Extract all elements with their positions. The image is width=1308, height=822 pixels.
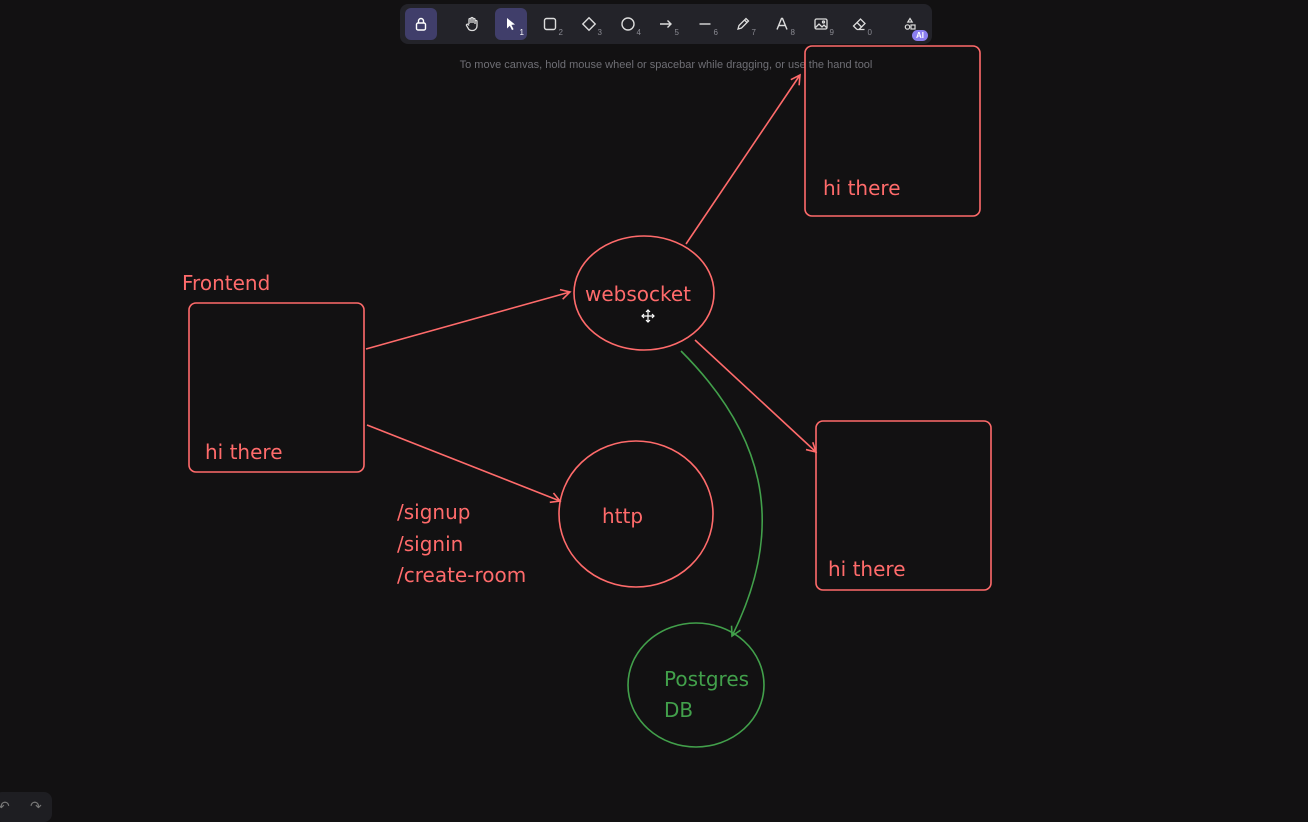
lock-icon [415, 17, 427, 31]
tool-shortcut: 5 [674, 28, 679, 37]
tool-shortcut: 3 [597, 28, 602, 37]
arrow-websocket-to-db[interactable] [680, 350, 764, 638]
bottom-right-box[interactable] [815, 420, 992, 591]
hand-icon [465, 16, 478, 32]
tool-shortcut: 7 [751, 28, 756, 37]
text-icon [776, 17, 788, 30]
text-tool-button[interactable]: 8 [766, 8, 798, 40]
arrow-right-icon [660, 20, 672, 28]
undo-redo-panel: ↶ ↷ [0, 792, 52, 822]
frontend-box[interactable] [188, 302, 365, 473]
pointer-icon [507, 18, 515, 31]
ai-badge: AI [912, 30, 928, 41]
move-cursor-icon [641, 309, 655, 323]
image-icon [814, 18, 828, 30]
tool-shortcut: 4 [636, 28, 641, 37]
postgres-ellipse[interactable] [627, 622, 765, 748]
pencil-icon [737, 17, 750, 30]
websocket-label[interactable]: websocket [585, 282, 692, 306]
selection-tool-button[interactable]: 1 [495, 8, 527, 40]
route-signup-label[interactable]: /signup [397, 500, 471, 524]
frontend-label[interactable]: Frontend [182, 271, 271, 295]
eraser-icon [852, 18, 866, 31]
http-ellipse[interactable] [558, 440, 714, 588]
ellipse-tool-button[interactable]: 4 [612, 8, 644, 40]
toolbar: 1 2 3 4 5 6 7 8 9 0 AI [400, 4, 932, 44]
box-left-text[interactable]: hi there [205, 440, 283, 464]
tool-shortcut: 8 [790, 28, 795, 37]
top-right-box[interactable] [804, 45, 981, 217]
box-bottom-right-text[interactable]: hi there [828, 557, 906, 581]
undo-icon[interactable]: ↶ [0, 798, 10, 814]
more-tools-button[interactable]: AI [894, 8, 928, 41]
tool-shortcut: 2 [558, 28, 563, 37]
canvas-hint: To move canvas, hold mouse wheel or spac… [459, 59, 873, 71]
ellipse-icon [621, 17, 635, 31]
route-signin-label[interactable]: /signin [397, 532, 464, 556]
arrow-websocket-to-top-box[interactable] [685, 73, 801, 245]
db-label-line1[interactable]: Postgres [664, 667, 750, 691]
tool-shortcut: 0 [867, 28, 872, 37]
line-icon [699, 23, 711, 25]
box-top-right-text[interactable]: hi there [823, 176, 901, 200]
websocket-ellipse[interactable] [573, 235, 715, 351]
tool-shortcut: 9 [829, 28, 834, 37]
image-tool-button[interactable]: 9 [805, 8, 837, 40]
arrow-frontend-to-websocket[interactable] [365, 288, 572, 350]
hand-tool-button[interactable] [456, 8, 488, 40]
arrow-frontend-to-http[interactable] [366, 424, 562, 504]
http-label[interactable]: http [602, 504, 644, 528]
tool-shortcut: 1 [519, 28, 524, 37]
arrow-tool-button[interactable]: 5 [650, 8, 682, 40]
eraser-tool-button[interactable]: 0 [843, 8, 875, 40]
draw-tool-button[interactable]: 7 [727, 8, 759, 40]
line-tool-button[interactable]: 6 [689, 8, 721, 40]
rectangle-tool-button[interactable]: 2 [534, 8, 566, 40]
redo-icon[interactable]: ↷ [30, 798, 42, 814]
db-label-line2[interactable]: DB [664, 698, 694, 722]
diamond-icon [581, 16, 597, 32]
route-create-room-label[interactable]: /create-room [397, 563, 527, 587]
shapes-icon [904, 17, 916, 30]
lock-tool-button[interactable] [405, 8, 437, 40]
arrow-websocket-to-bottom-box[interactable] [694, 339, 818, 454]
diamond-tool-button[interactable]: 3 [573, 8, 605, 40]
rectangle-icon [543, 17, 557, 31]
tool-shortcut: 6 [713, 28, 718, 37]
